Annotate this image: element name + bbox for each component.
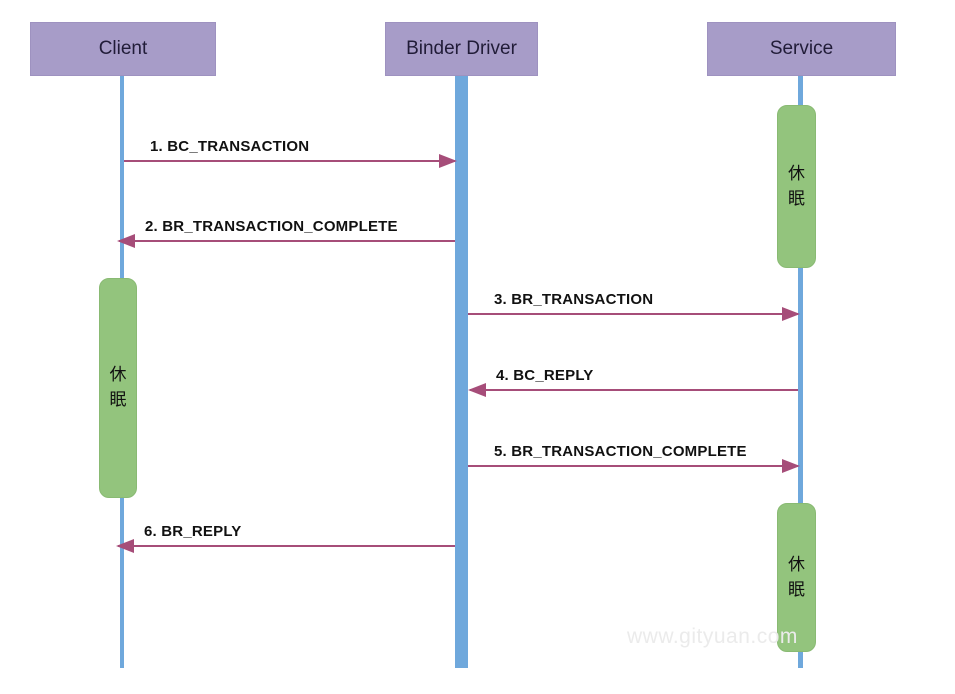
actor-label-client: Client (98, 38, 148, 59)
actor-label-service: Service (769, 38, 834, 59)
arrow-line (468, 465, 798, 467)
message-arrow-5: 5. BR_TRANSACTION_COMPLETE (468, 443, 800, 473)
activation-client-sleep: 休眠 (99, 278, 137, 498)
activation-service-sleep-1: 休眠 (777, 105, 816, 268)
actor-box-service: Service (707, 22, 896, 76)
actor-box-client: Client (30, 22, 216, 76)
message-label-6: 6. BR_REPLY (144, 523, 242, 540)
message-label-1: 1. BC_TRANSACTION (150, 138, 310, 155)
activation-label: 休眠 (788, 163, 805, 208)
arrow-head-left-icon (468, 383, 486, 397)
message-arrow-3: 3. BR_TRANSACTION (468, 291, 800, 321)
arrow-head-right-icon (439, 154, 457, 168)
message-arrow-6: 6. BR_REPLY (116, 523, 455, 553)
message-label-2: 2. BR_TRANSACTION_COMPLETE (145, 218, 398, 235)
arrow-head-right-icon (782, 307, 800, 321)
arrow-line (470, 389, 798, 391)
arrow-line (124, 160, 455, 162)
message-label-5: 5. BR_TRANSACTION_COMPLETE (494, 443, 747, 460)
message-label-4: 4. BC_REPLY (496, 367, 594, 384)
lifeline-binder-driver (455, 76, 468, 668)
message-label-3: 3. BR_TRANSACTION (494, 291, 654, 308)
message-arrow-2: 2. BR_TRANSACTION_COMPLETE (117, 218, 455, 248)
activation-label: 休眠 (788, 554, 805, 599)
actor-label-binder-driver: Binder Driver (406, 38, 517, 59)
message-arrow-4: 4. BC_REPLY (468, 367, 798, 397)
arrow-head-right-icon (782, 459, 800, 473)
watermark-text: www.gityuan.com (627, 625, 798, 648)
activation-service-sleep-2: 休眠 (777, 503, 816, 652)
lifeline-service (798, 76, 803, 668)
arrow-line (468, 313, 798, 315)
arrow-line (118, 545, 455, 547)
arrow-head-left-icon (117, 234, 135, 248)
actor-box-binder-driver: Binder Driver (385, 22, 538, 76)
arrow-head-left-icon (116, 539, 134, 553)
activation-label: 休眠 (109, 365, 127, 409)
message-arrow-1: 1. BC_TRANSACTION (124, 138, 457, 168)
arrow-line (119, 240, 455, 242)
